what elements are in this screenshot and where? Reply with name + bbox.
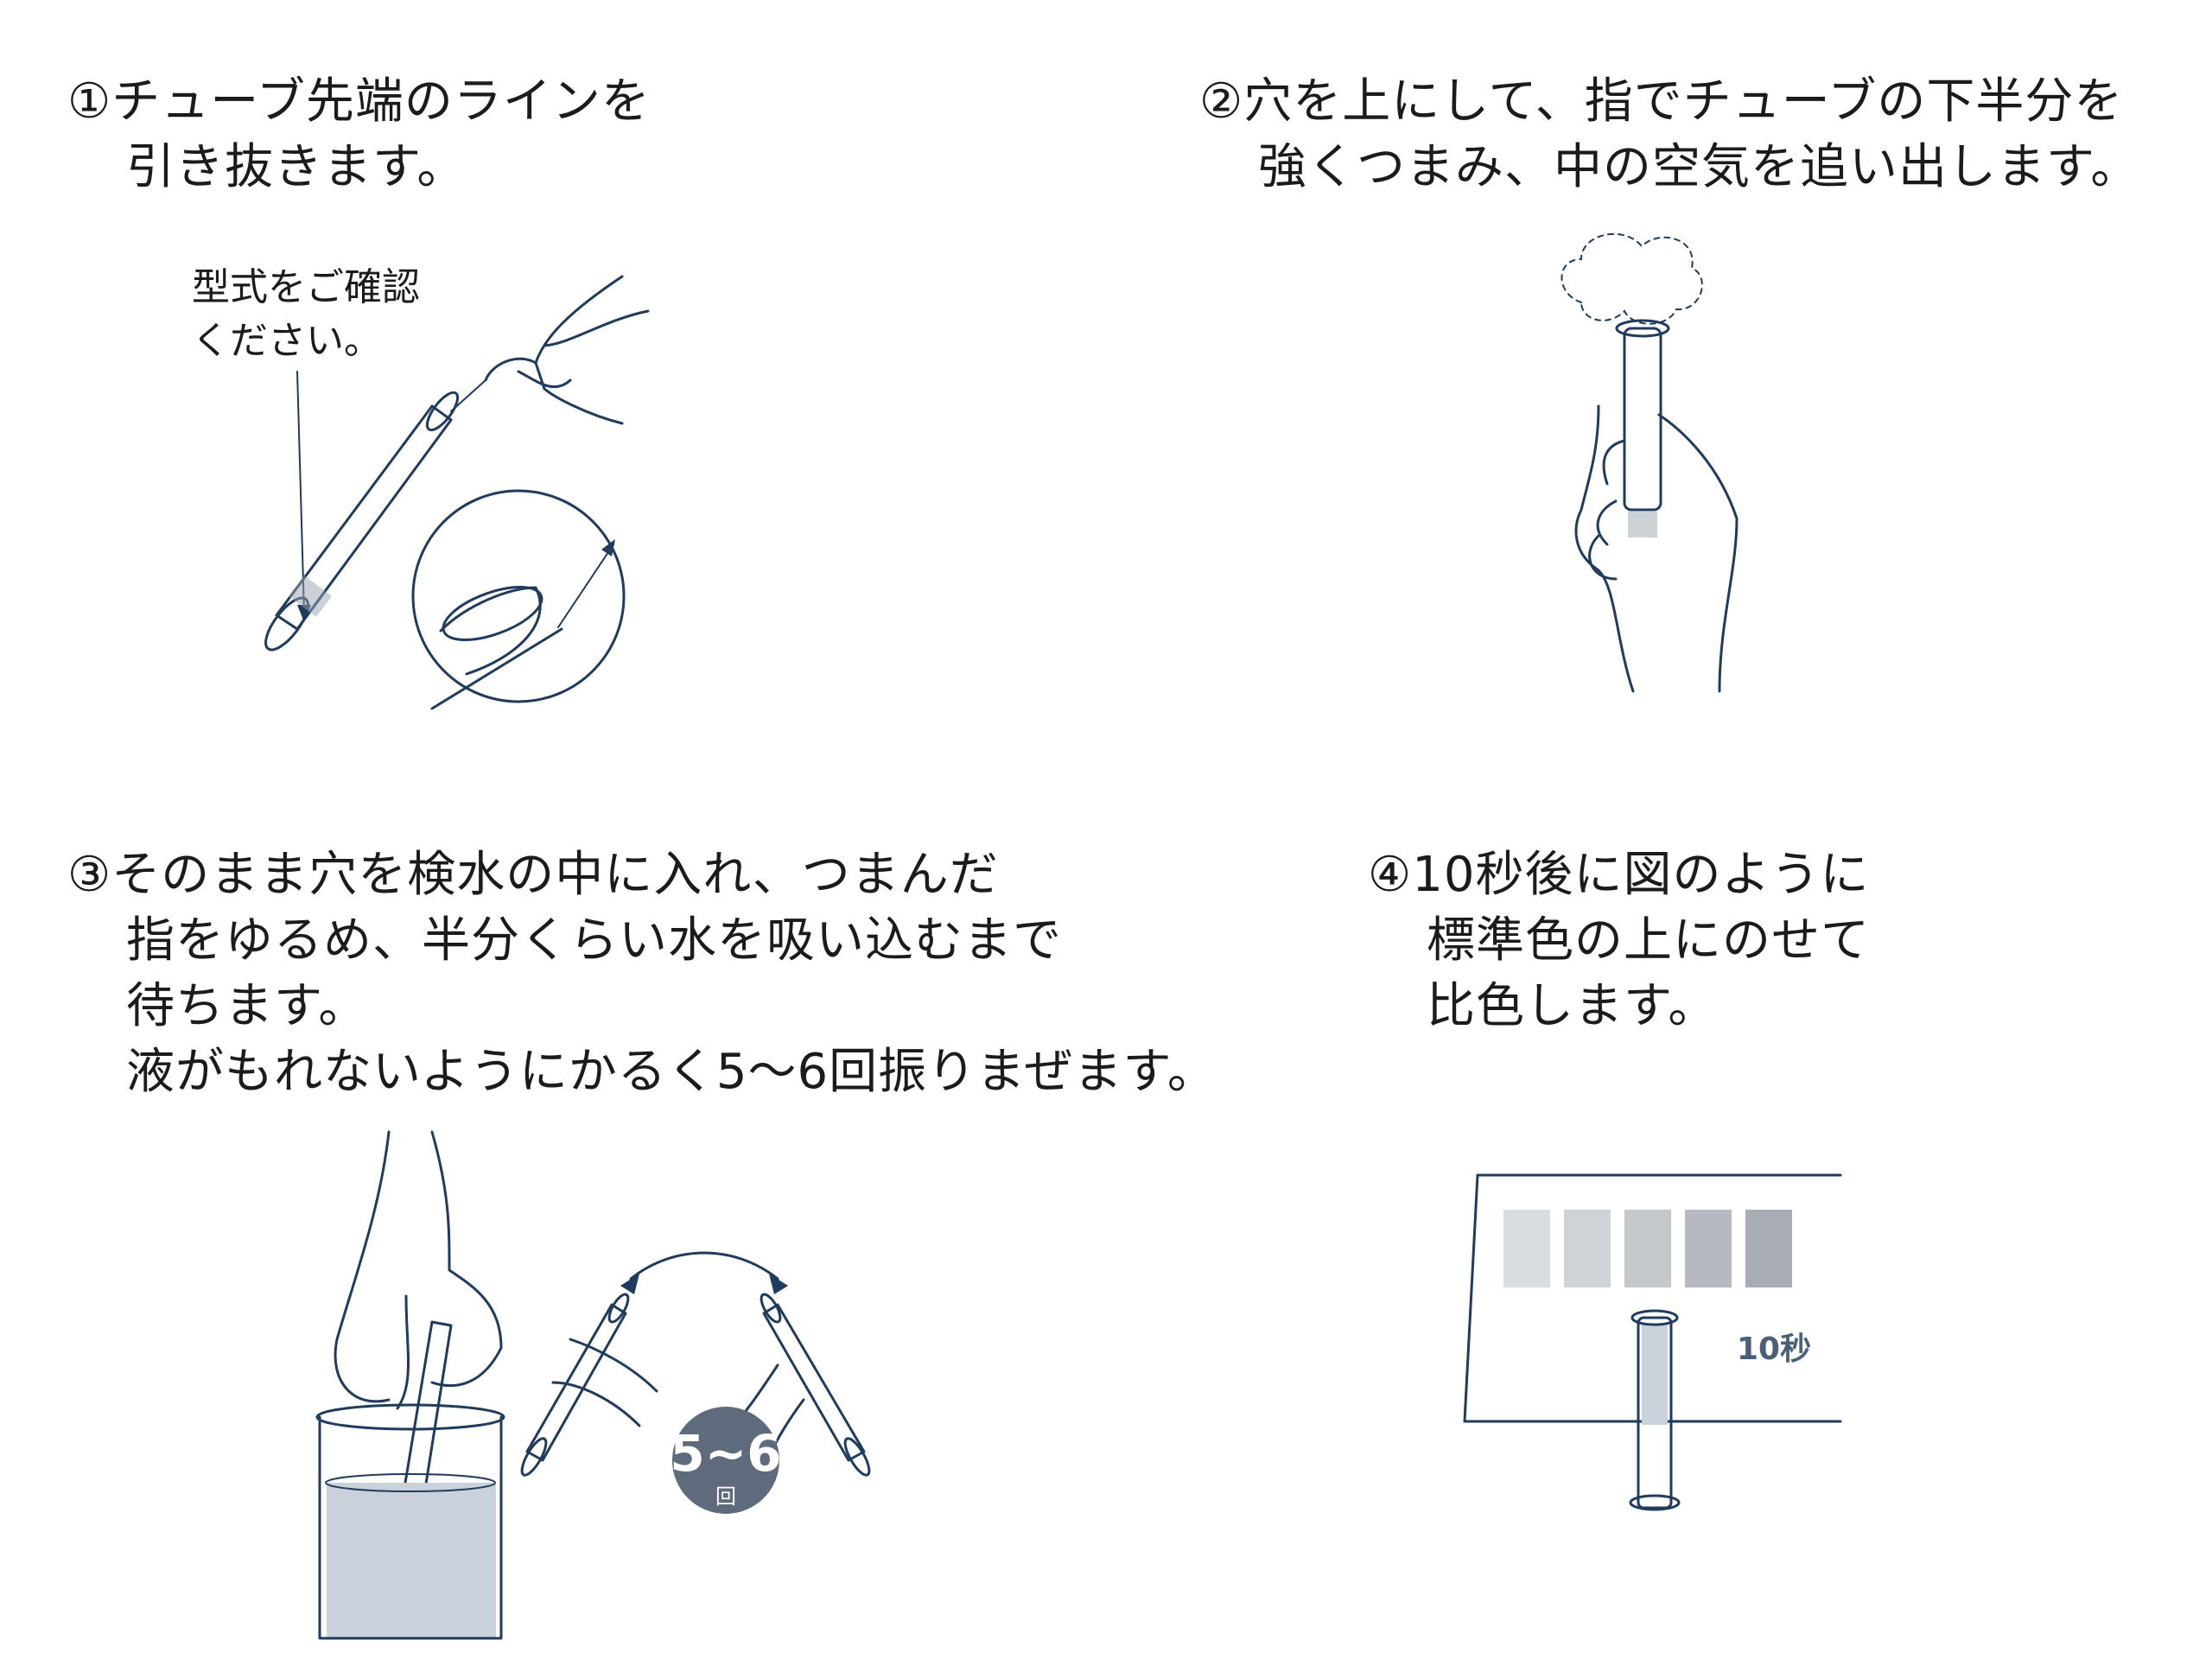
color-chart-card [1463,1173,1842,1423]
callout-pointer [296,371,305,614]
step-1-line-2: 引き抜きます。 [126,139,467,195]
pulled-line [450,379,486,412]
step-3-line-2: 指をゆるめ、半分くらい水を吸い込むまで [126,912,1062,969]
shake-arrow-icon [629,1251,779,1281]
badge-unit: 回 [715,1484,736,1509]
step-2-instruction: ②穴を上にして、指でチューブの下半分を 強くつまみ、中の空気を追い出します。 [1199,69,2139,200]
step-4-line-1: ④10秒後に図のように [1368,847,1870,903]
step-2-line-1: ②穴を上にして、指でチューブの下半分を [1199,73,2124,130]
step-3-instruction: ③そのまま穴を検水の中に入れ、つまんだ 指をゆるめ、半分くらい水を吸い込むまで … [67,842,1217,1105]
step-1-instruction: ①チューブ先端のラインを 引き抜きます。 [67,69,651,200]
air-puff-icon [1560,232,1703,325]
step-4-instruction: ④10秒後に図のように 標準色の上にのせて 比色します。 [1368,842,1870,1039]
badge-count: 5~6 [670,1424,781,1483]
test-tube-right-icon [760,1293,871,1477]
step-4-line-3: 比色します。 [1427,978,1718,1034]
chart-time-label: 10秒 [1737,1332,1811,1367]
color-swatch-5 [1745,1210,1792,1287]
step-2-line-2: 強くつまみ、中の空気を追い出します。 [1258,139,2140,195]
color-swatch-2 [1564,1210,1611,1287]
hand-icon [334,1130,503,1410]
step-1-line-1: ①チューブ先端のラインを [67,73,651,130]
step-3-line-4: 液がもれないようにかるく5～6回振りまぜます。 [126,1044,1217,1100]
test-tube-icon [264,391,460,652]
color-swatch-3 [1624,1210,1671,1287]
illustration-squeeze-air [1560,232,1738,693]
callout-line-1: 型式をご確認 [192,265,420,309]
color-swatch-4 [1685,1210,1732,1287]
test-tube-icon [1615,319,1670,537]
hand-icon [551,1338,805,1505]
illustration-shake-tube: 5~6 回 [520,1251,871,1514]
hand-icon [484,275,650,425]
shake-count-badge: 5~6 回 [670,1407,782,1514]
color-swatch-1 [1503,1210,1550,1287]
hand-icon [1574,404,1738,693]
beaker-icon [315,1403,505,1640]
step-3-line-3: 待ちます。 [126,978,368,1034]
test-tube-left-icon [520,1293,630,1477]
test-tube-icon [1629,1309,1681,1511]
illustration-fill-water [315,1130,505,1640]
step-4-line-2: 標準色の上にのせて [1427,912,1870,969]
step-3-line-1: ③そのまま穴を検水の中に入れ、つまんだ [67,847,999,903]
illustration-color-chart: 10秒 [1463,1173,1842,1511]
zoom-detail [411,489,626,710]
model-check-callout: 型式をご確認 ください。 [192,261,420,368]
illustration-pull-line [264,275,650,710]
callout-line-2: ください。 [192,319,382,363]
color-swatches [1503,1210,1792,1287]
